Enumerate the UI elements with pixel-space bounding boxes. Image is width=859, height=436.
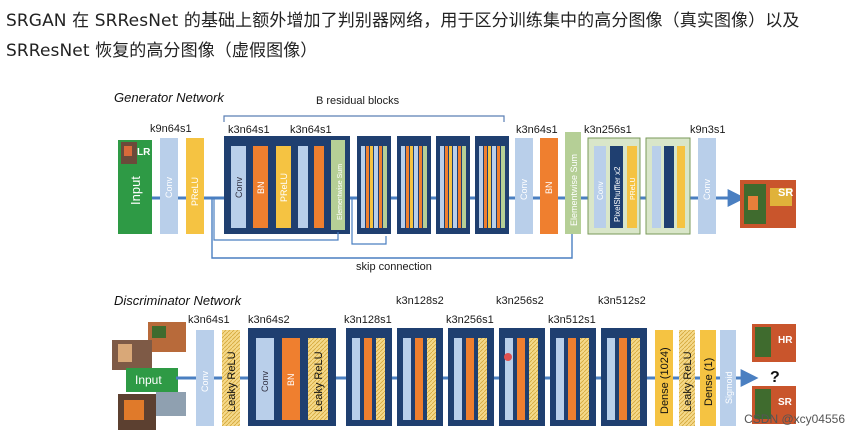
disc-block-lrelu — [308, 338, 328, 420]
residual-block-collapsed-2 — [397, 136, 431, 234]
gen-prelu-1 — [186, 138, 204, 234]
discriminator-title: Discriminator Network — [114, 293, 243, 308]
res-bn-a-label: BN — [256, 181, 266, 194]
disc-dense-1 — [700, 330, 716, 426]
disc-block-collapsed-6 — [601, 328, 647, 426]
res-bn-a — [253, 146, 268, 228]
disc-dense-1024 — [655, 330, 673, 426]
disc-block-conv — [256, 338, 274, 420]
label-d-k3n512s2: k3n512s2 — [598, 295, 646, 307]
lr-label: LR — [137, 147, 151, 158]
label-k3n64s1-a: k3n64s1 — [228, 124, 270, 136]
caption: SRGAN 在 SRResNet 的基础上额外增加了判别器网络，用于区分训练集中… — [6, 6, 856, 66]
gen-conv-2 — [515, 138, 533, 234]
gen-conv-1 — [160, 138, 178, 234]
label-d-k3n128s2: k3n128s2 — [396, 295, 444, 307]
res-bn-b — [314, 146, 324, 228]
disc-conv-1-label: Conv — [200, 370, 210, 392]
disc-lrelu-2-label: Leaky ReLU — [682, 351, 694, 412]
watermark: CSDN @xcy04556 — [744, 412, 845, 426]
disc-block-lrelu-label: Leaky ReLU — [313, 351, 325, 412]
disc-block-collapsed-3 — [448, 328, 494, 426]
label-k3n256s1: k3n256s1 — [584, 124, 632, 136]
disc-lrelu-1-label: Leaky ReLU — [226, 351, 238, 412]
upsample-block-1: Conv PixelShuffler x2 PReLU — [587, 137, 641, 235]
b-blocks-brace — [223, 115, 505, 122]
residual-block-collapsed-3 — [436, 136, 470, 234]
gen-elementwise-sum — [565, 132, 581, 234]
gen-conv-out-label: Conv — [702, 178, 712, 200]
gen-conv-out — [698, 138, 716, 234]
disc-block-collapsed-5 — [550, 328, 596, 426]
b-blocks-label: B residual blocks — [316, 95, 400, 107]
disc-question-mark: ? — [770, 369, 780, 386]
res-prelu-label: PReLU — [279, 173, 289, 202]
res-conv-b — [298, 146, 308, 228]
label-d-k3n256s2: k3n256s2 — [496, 295, 544, 307]
caption-line-1: SRGAN 在 SRResNet 的基础上额外增加了判别器网络，用于区分训练集中… — [6, 11, 800, 31]
disc-input-block — [126, 368, 178, 392]
disc-hr-image: HR — [752, 324, 796, 362]
disc-dense-1-label: Dense (1) — [703, 358, 715, 406]
upsample-conv-label: Conv — [596, 181, 605, 200]
disc-block-collapsed-4 — [499, 328, 545, 426]
label-d-k3n128s1: k3n128s1 — [344, 314, 392, 326]
label-k9n3s1: k9n3s1 — [690, 124, 725, 136]
label-d-k3n512s1: k3n512s1 — [548, 314, 596, 326]
label-d-k3n64s2: k3n64s2 — [248, 314, 290, 326]
disc-block-bn — [282, 338, 300, 420]
caption-line-2: SRResNet 恢复的高分图像（虚假图像） — [6, 41, 318, 61]
res-elementwise-sum — [331, 140, 345, 230]
skip-connection-label: skip connection — [356, 261, 432, 273]
gen-conv-2-label: Conv — [519, 178, 529, 200]
generator-title: Generator Network — [114, 90, 225, 105]
pixelshuffler-label: PixelShuffler x2 — [613, 166, 622, 222]
disc-input-images — [112, 322, 186, 430]
disc-block-collapsed-1 — [346, 328, 392, 426]
disc-lrelu-2 — [679, 330, 695, 426]
disc-hr-label: HR — [778, 335, 793, 346]
disc-dense-1024-label: Dense (1024) — [659, 347, 671, 414]
disc-block-collapsed-2 — [397, 328, 443, 426]
disc-block-bn-label: BN — [286, 373, 296, 386]
disc-conv-1 — [196, 330, 214, 426]
gen-bn-2 — [540, 138, 558, 234]
disc-input-label: Input — [135, 373, 162, 387]
disc-sigmoid — [720, 330, 736, 426]
disc-lrelu-1 — [222, 330, 240, 426]
upsample-prelu-label: PReLU — [630, 177, 637, 200]
residual-block-collapsed-1 — [357, 136, 391, 234]
res-sum-label: Elementwise Sum — [337, 164, 344, 220]
long-skip-line — [211, 198, 573, 259]
gen-bn-2-label: BN — [544, 181, 554, 194]
res-conv-a — [231, 146, 246, 228]
gen-sum-label: Elementwise Sum — [569, 154, 579, 226]
gen-conv-1-label: Conv — [164, 176, 174, 198]
disc-sigmoid-label: Sigmoid — [724, 371, 734, 404]
res-skip-line — [213, 198, 339, 241]
res-prelu — [276, 146, 291, 228]
generator-output-image: SR — [740, 180, 796, 228]
disc-sr-image: SR — [752, 386, 796, 424]
label-d-k3n64s1: k3n64s1 — [188, 314, 230, 326]
res-conv-a-label: Conv — [234, 176, 244, 198]
label-k3n64s1-c: k3n64s1 — [516, 124, 558, 136]
residual-block-collapsed-4 — [475, 136, 509, 234]
upsample-block-2 — [645, 137, 691, 235]
generator-input-label: Input — [128, 176, 143, 205]
disc-block-conv-label: Conv — [260, 370, 270, 392]
gen-sr-label: SR — [778, 187, 793, 199]
generator-input-block: LR Input — [118, 140, 152, 234]
label-k3n64s1-b: k3n64s1 — [290, 124, 332, 136]
gen-prelu-1-label: PReLU — [190, 177, 200, 206]
disc-sr-label: SR — [778, 397, 793, 408]
label-d-k3n256s1: k3n256s1 — [446, 314, 494, 326]
label-k9n64s1: k9n64s1 — [150, 123, 192, 135]
